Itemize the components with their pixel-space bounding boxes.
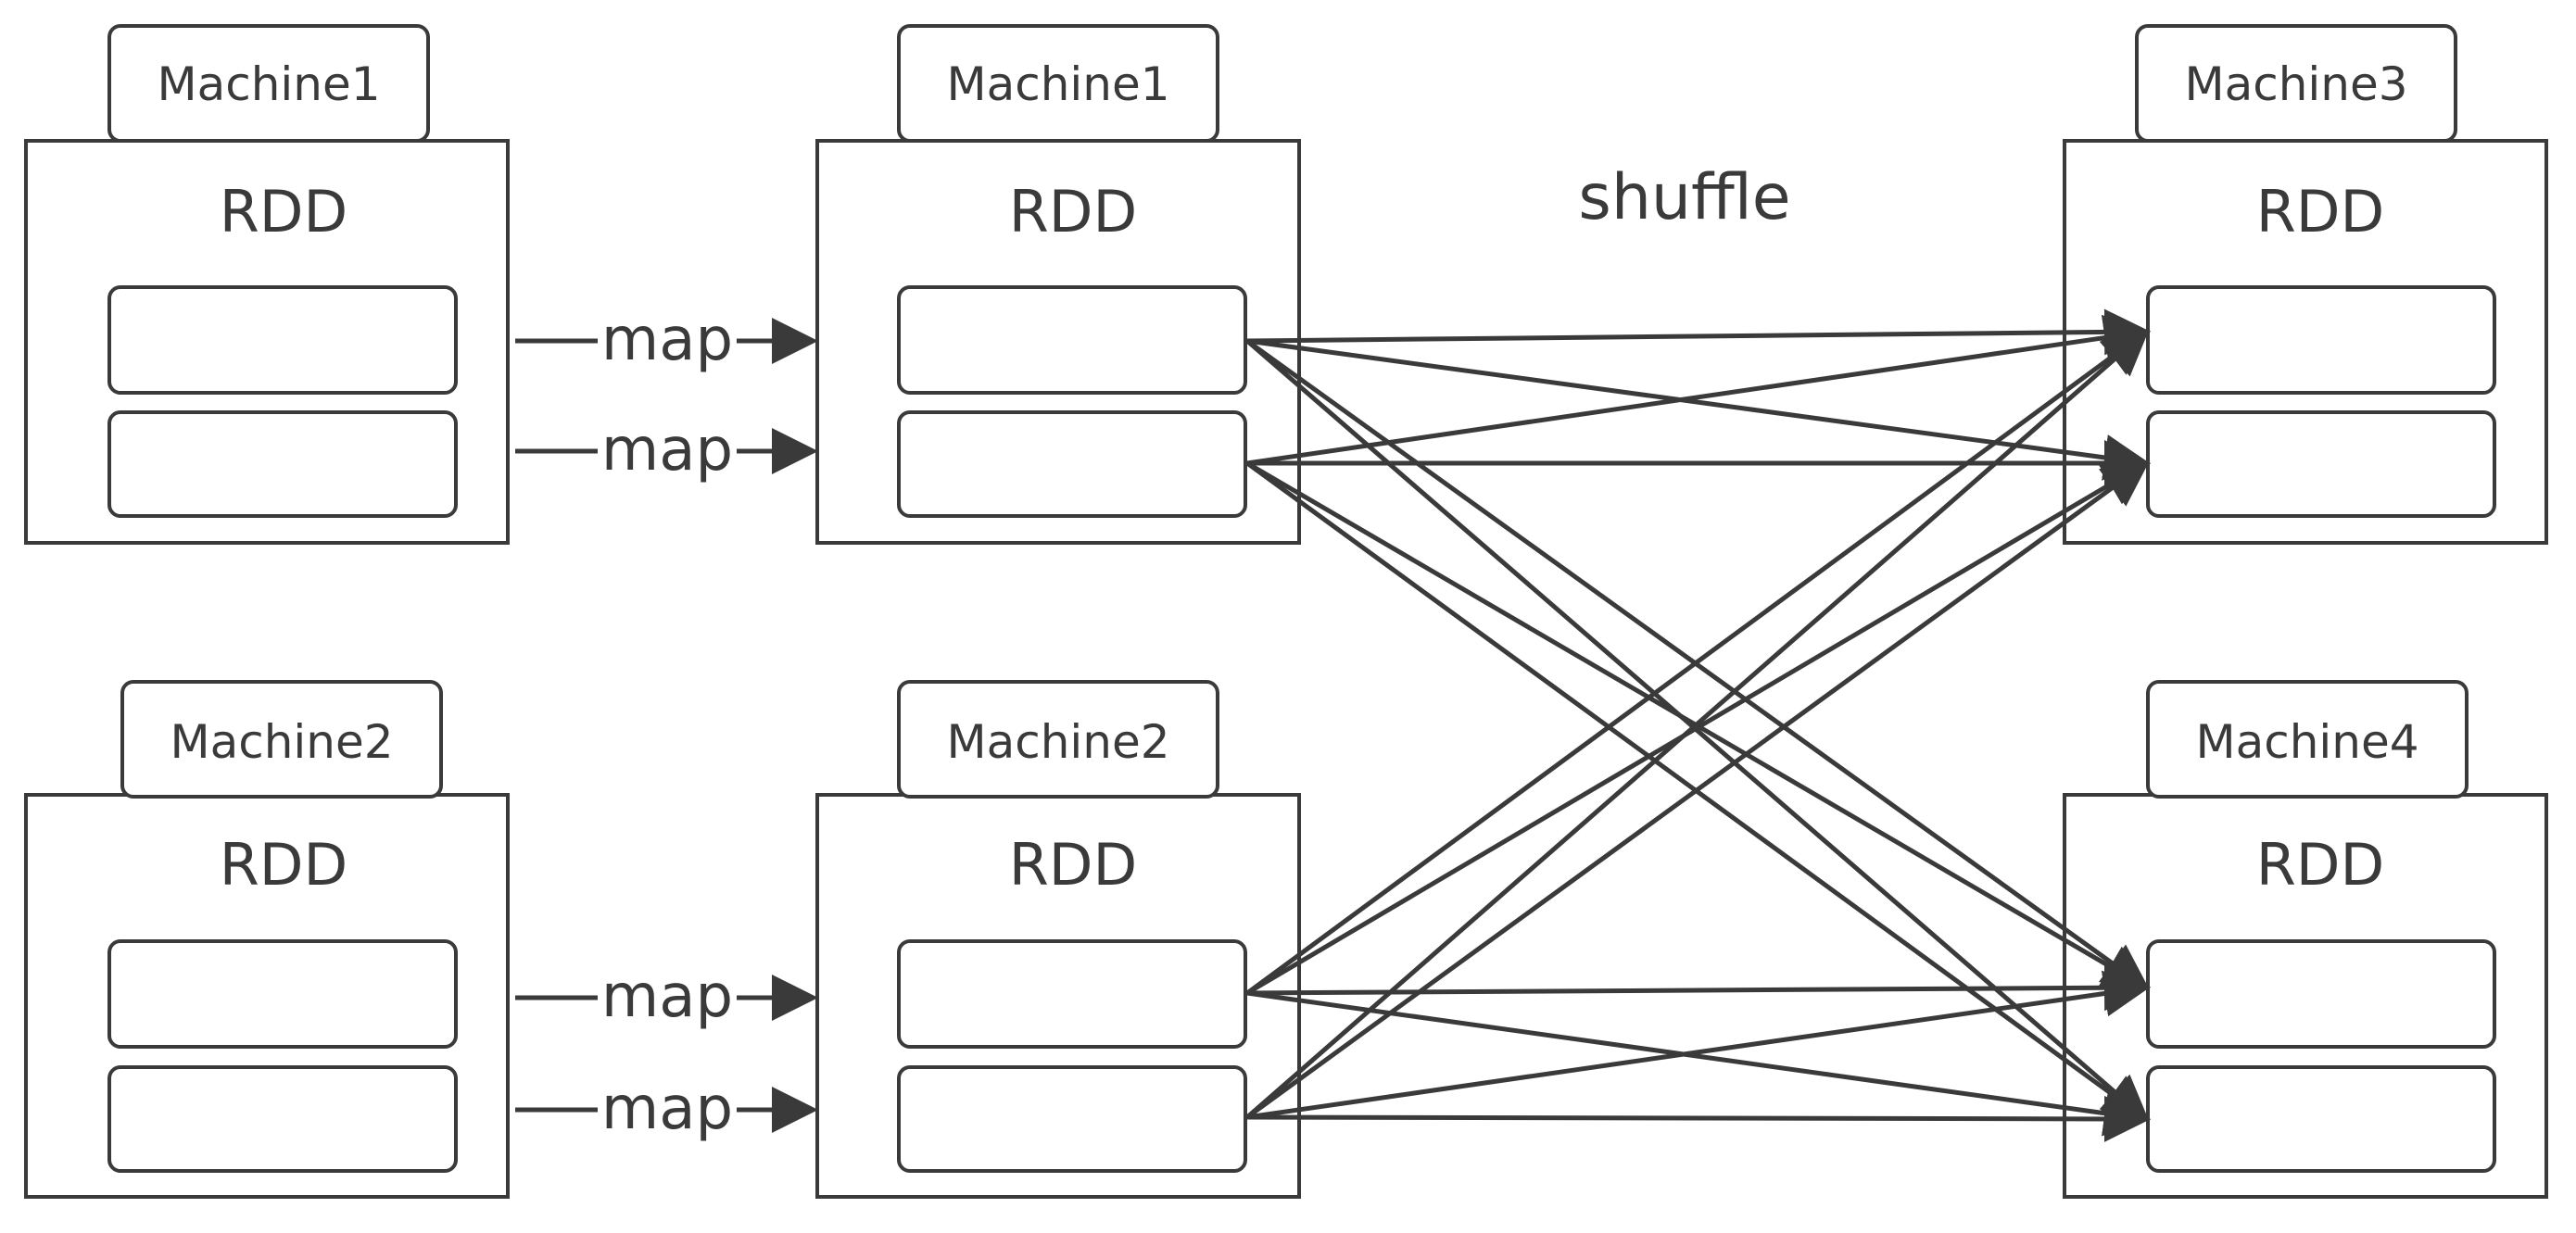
mapped-machine2-rdd-label: RDD [1009,831,1138,899]
mapped-machine1-tab [897,24,1219,143]
source-machine1-rdd-label: RDD [220,178,348,245]
shuffle-edge-4-to-4 [1246,1095,2151,1142]
map-label-3: map [601,962,733,1031]
map-arrows: map map map map [515,306,818,1143]
mapped-machine2-partition-1 [897,939,1247,1049]
mapped-machine1-group: Machine1 RDD [815,24,1301,545]
shuffled-machine4-tab [2146,680,2469,799]
shuffled-machine4-partition-1 [2146,939,2496,1049]
source-machine1-tab [107,24,430,143]
shuffled-machine3-partition-1 [2146,285,2496,395]
shuffled-machine4-rdd-label: RDD [2256,831,2385,899]
mapped-machine1-label: Machine1 [946,57,1169,111]
map-label-1: map [601,306,733,374]
source-machine1-label: Machine1 [157,57,380,111]
map-label-4: map [601,1075,733,1143]
shuffle-edge-4-to-3 [1246,970,2151,1120]
shuffle-edge-3-to-2 [1245,460,2151,996]
map-label-2: map [601,416,733,484]
mapped-machine1-partition-1 [897,285,1247,395]
shuffle-edge-4-to-2 [1245,460,2151,1120]
shuffled-machine3-partition-2 [2146,410,2496,518]
shuffle-edge-1-to-1 [1246,308,2151,356]
shuffled-machine3-rdd-label: RDD [2256,178,2385,245]
shuffled-machine3-label: Machine3 [2184,57,2407,111]
source-machine1-partition-1 [107,285,458,395]
source-machine2-partition-1 [107,939,458,1049]
shuffle-edge-3-to-4 [1246,990,2151,1137]
shuffle-edge-2-to-1 [1246,314,2151,466]
shuffle-edge-3-to-3 [1246,964,2151,1012]
source-machine1-group: Machine1 RDD [24,24,510,545]
shuffle-label: shuffle [1578,161,1790,234]
source-machine2-tab [120,680,443,799]
mapped-machine2-partition-2 [897,1065,1247,1173]
source-machine2-partition-2 [107,1065,458,1173]
mapped-machine2-label: Machine2 [946,715,1169,769]
source-machine1-partition-2 [107,410,458,518]
shuffled-machine4-partition-2 [2146,1065,2496,1173]
shuffle-edge-4-to-1 [1245,328,2150,1119]
shuffled-machine4-label: Machine4 [2195,715,2418,769]
mapped-machine2-tab [897,680,1219,799]
source-machine2-rdd-label: RDD [220,831,348,899]
source-machine2-group: Machine2 RDD [24,680,510,1199]
shuffle-edge-3-to-1 [1245,329,2151,996]
mapped-machine2-group: Machine2 RDD [815,680,1301,1199]
mapped-machine1-partition-2 [897,410,1247,518]
shuffled-machine3-tab [2135,24,2457,143]
source-machine2-label: Machine2 [170,715,393,769]
mapped-machine1-rdd-label: RDD [1009,178,1138,245]
shuffle-edges [1245,308,2151,1142]
